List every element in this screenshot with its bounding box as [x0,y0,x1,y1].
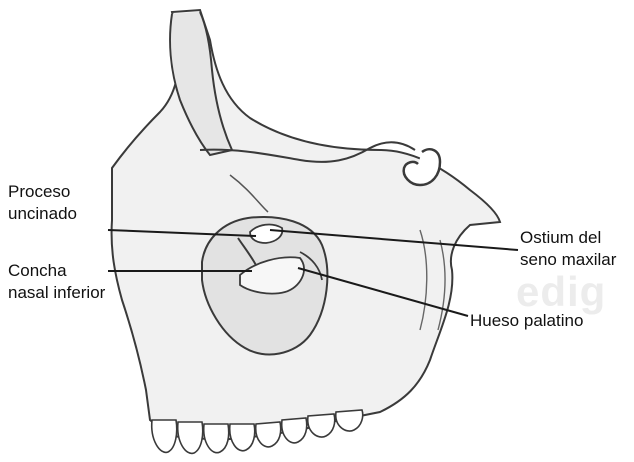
label-ostium-seno-maxilar: Ostium del seno maxilar [520,227,616,271]
label-proceso-uncinado-line2: uncinado [8,203,77,225]
label-proceso-uncinado: Proceso uncinado [8,181,77,225]
label-hueso-palatino: Hueso palatino [470,310,583,332]
maxilla-body [112,10,500,440]
label-concha-nasal-inferior-line2: nasal inferior [8,282,105,304]
label-proceso-uncinado-line1: Proceso [8,181,77,203]
label-concha-nasal-inferior-line1: Concha [8,260,105,282]
label-concha-nasal-inferior: Concha nasal inferior [8,260,105,304]
label-hueso-palatino-line1: Hueso palatino [470,310,583,332]
label-ostium-line2: seno maxilar [520,249,616,271]
label-ostium-line1: Ostium del [520,227,616,249]
